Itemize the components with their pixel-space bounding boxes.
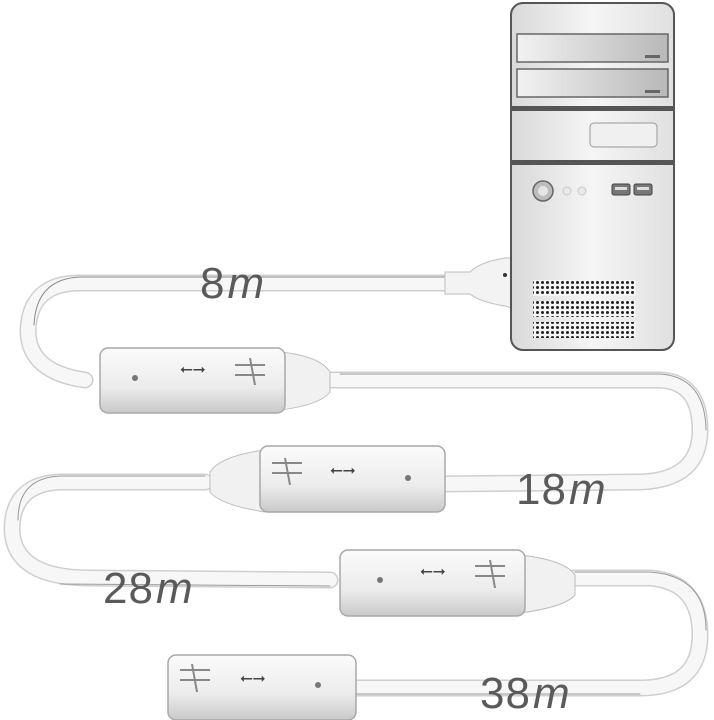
distance-label-8m: 8m <box>200 262 265 306</box>
pc-tower <box>510 2 675 351</box>
distance-unit: m <box>568 465 607 514</box>
vent-grille <box>533 301 636 317</box>
distance-value: 18 <box>516 465 567 514</box>
distance-label-28m: 28m <box>103 567 194 611</box>
distance-value: 28 <box>103 564 154 613</box>
cable-path <box>3 274 709 697</box>
repeater-2: ⭠⭢ <box>209 445 446 513</box>
distance-label-18m: 18m <box>516 468 607 512</box>
distance-value: 38 <box>480 669 531 718</box>
svg-text:⭠⭢: ⭠⭢ <box>420 561 446 580</box>
distance-unit: m <box>227 259 266 308</box>
repeater-1: ⭠⭢ <box>99 347 331 414</box>
distance-label-38m: 38m <box>480 672 571 716</box>
drive-bay-2 <box>516 68 669 98</box>
vent-grille <box>533 322 636 338</box>
svg-text:⭠⭢: ⭠⭢ <box>330 460 356 479</box>
svg-text:⭠⭢: ⭠⭢ <box>180 359 206 378</box>
usb-female-end: ⭠⭢ <box>167 654 357 720</box>
svg-text:⭠⭢: ⭠⭢ <box>240 668 266 687</box>
distance-unit: m <box>155 564 194 613</box>
vent-grille <box>533 280 636 296</box>
distance-unit: m <box>532 669 571 718</box>
distance-value: 8 <box>200 259 226 308</box>
drive-bay-1 <box>516 33 669 63</box>
front-panel-plate <box>589 122 658 148</box>
led-icon <box>577 186 587 196</box>
usb-plug <box>444 257 513 309</box>
repeater-3: ⭠⭢ <box>339 549 576 617</box>
led-icon <box>562 186 572 196</box>
